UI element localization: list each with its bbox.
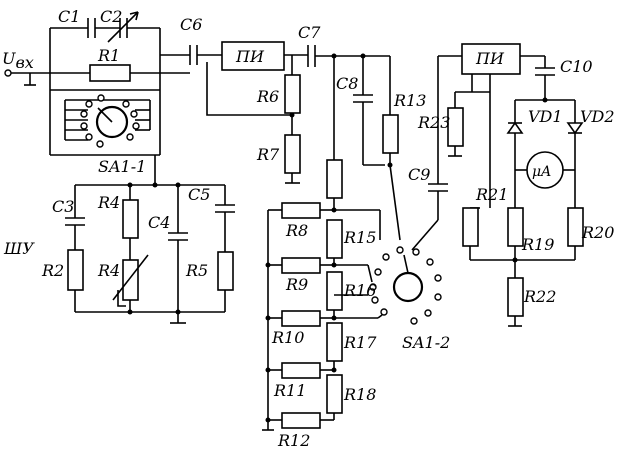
r18-resistor (326, 374, 343, 414)
r20-resistor (567, 207, 584, 247)
r10-resistor (281, 310, 321, 327)
label-r4-top: R4 (97, 193, 120, 212)
r16-resistor (326, 271, 343, 311)
label-pi-2: ПИ (475, 49, 505, 68)
label-r17: R17 (343, 333, 377, 352)
label-c3: C3 (52, 197, 74, 216)
r13-resistor (382, 114, 399, 154)
label-r15: R15 (343, 228, 376, 247)
input-terminal (4, 69, 12, 77)
label-r16: R16 (343, 281, 376, 300)
label-c8: C8 (336, 74, 358, 93)
r4-resistor-top (122, 199, 139, 239)
label-sa1-1: SA1-1 (98, 157, 146, 176)
r5-resistor (217, 251, 234, 291)
label-c2: C2 (100, 7, 122, 26)
sa1-2-rotary-switch-knob (392, 271, 424, 303)
label-r6: R6 (256, 87, 279, 106)
label-c4: C4 (148, 213, 170, 232)
label-r20: R20 (581, 223, 614, 242)
resistor-divider-ladder (262, 56, 383, 431)
r11-resistor (281, 362, 321, 379)
r19-resistor (507, 207, 524, 247)
r22-resistor (507, 277, 524, 317)
label-r23: R23 (417, 113, 450, 132)
r17-resistor (326, 322, 343, 362)
label-c10-visible: C10 (560, 57, 593, 76)
label-r21: R21 (475, 185, 508, 204)
label-meter: μA (532, 164, 551, 180)
label-vd2: VD2 (580, 107, 615, 126)
r7-resistor (284, 134, 301, 174)
label-r1: R1 (97, 46, 120, 65)
label-r4-variable: R4 (97, 261, 120, 280)
label-shu: ШУ (3, 239, 35, 258)
second-converter-stage (411, 43, 575, 251)
label-r2: R2 (41, 261, 64, 280)
label-r12: R12 (277, 431, 310, 450)
pi-converter-2 (461, 43, 521, 75)
label-c1: C1 (58, 7, 80, 26)
label-r19: R19 (521, 235, 554, 254)
r14-resistor (326, 159, 343, 199)
label-r8: R8 (285, 221, 308, 240)
label-r10: R10 (271, 328, 304, 347)
r15-resistor (326, 219, 343, 259)
r12-resistor (281, 412, 321, 429)
label-sa1-2: SA1-2 (402, 333, 450, 352)
label-c6: C6 (180, 15, 202, 34)
r8-resistor (281, 202, 321, 219)
label-r11: R11 (273, 381, 306, 400)
rectifier-meter (462, 92, 584, 327)
label-r22: R22 (523, 287, 556, 306)
label-c5: C5 (188, 185, 210, 204)
r6-resistor (284, 74, 301, 114)
label-r7: R7 (256, 145, 280, 164)
label-pi-1: ПИ (235, 47, 265, 66)
sa1-2-switch (369, 246, 442, 325)
r4-variable-resistor (122, 259, 139, 301)
label-vd1: VD1 (528, 107, 563, 126)
label-c9: C9 (408, 165, 430, 184)
first-converter-stage (160, 41, 390, 184)
pi-converter-1 (221, 41, 285, 71)
label-r5: R5 (185, 261, 208, 280)
r2-resistor (67, 249, 84, 291)
input-voltage-label: Uвх (2, 49, 34, 72)
r9-resistor (281, 257, 321, 274)
input-stage (4, 11, 190, 185)
label-r9: R9 (285, 275, 308, 294)
label-c7: C7 (298, 23, 321, 42)
vd1-diode (506, 121, 524, 134)
r21-resistor (462, 207, 479, 247)
label-r13: R13 (393, 91, 426, 110)
c8-r13-network (331, 53, 401, 241)
vd2-diode (566, 122, 584, 135)
input-divider (65, 182, 235, 324)
label-r18: R18 (343, 385, 376, 404)
r1-resistor (89, 64, 131, 82)
